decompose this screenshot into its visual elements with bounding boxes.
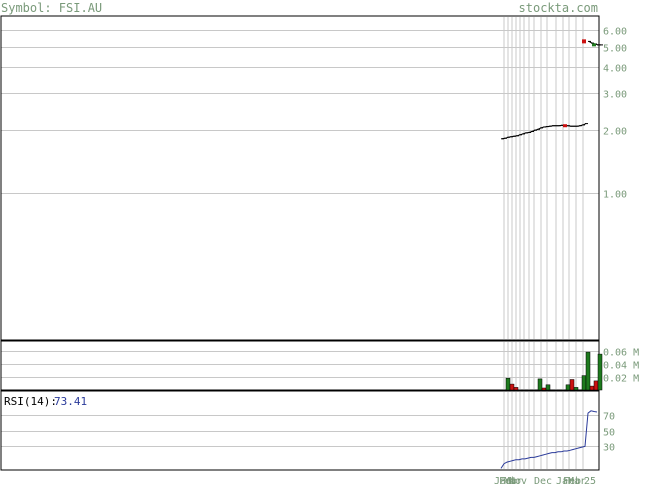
rsi-title: RSI(14):	[4, 395, 57, 408]
x-tick-label: 25	[584, 476, 596, 486]
axis-labels: 1.00 2.00 3.00 4.00 5.00 6.00 0.02 M 0.04 M 0.06…	[494, 27, 639, 486]
x-tick-label: Jan	[556, 476, 574, 486]
x-tick-label: Feb	[499, 476, 517, 486]
volume-bar	[573, 387, 579, 391]
volume-bar	[505, 377, 511, 391]
rsi-tick-label: 50	[603, 428, 615, 439]
rsi-tick-label: 70	[603, 412, 615, 423]
volume-bar	[537, 378, 543, 391]
volume-bar	[509, 383, 515, 391]
volume-bar	[585, 351, 591, 391]
volume-bar	[513, 387, 519, 391]
volume-bar	[597, 353, 603, 391]
rsi-tick-label: 30	[603, 443, 615, 454]
rsi-series	[500, 410, 598, 469]
symbol-label: Symbol: FSI.AU	[1, 1, 102, 15]
price-series	[501, 39, 603, 140]
grid-lines	[1, 17, 599, 469]
rsi-line	[500, 410, 598, 469]
price-panel-frame	[0, 15, 600, 341]
price-tick-label: 5.00	[603, 44, 627, 55]
price-marker-down	[582, 39, 586, 44]
price-tick-label: 4.00	[603, 64, 627, 75]
price-line	[501, 40, 601, 140]
price-tick-label: 3.00	[603, 90, 627, 101]
x-tick-label: Mar	[504, 476, 522, 486]
price-marker-up	[592, 43, 596, 47]
rsi-panel-frame	[0, 390, 600, 471]
volume-bar	[541, 387, 547, 391]
volume-bar	[593, 380, 599, 391]
volume-tick-label: 0.04 M	[603, 361, 639, 372]
x-tick-label: Jan	[494, 476, 512, 486]
price-tick-label: 2.00	[603, 127, 627, 138]
volume-bar	[589, 385, 595, 391]
price-tick-label: 1.00	[603, 190, 627, 201]
volume-bar	[581, 375, 587, 391]
volume-bar	[545, 384, 551, 391]
rsi-value: 73.41	[54, 395, 87, 408]
price-tick-label: 6.00	[603, 27, 627, 38]
volume-bar	[569, 379, 575, 391]
volume-tick-label: 0.02 M	[603, 374, 639, 385]
x-tick-label: Feb	[563, 476, 581, 486]
volume-tick-label: 0.06 M	[603, 348, 639, 359]
site-label: stockta.com	[519, 1, 598, 15]
x-tick-label: Mar	[568, 476, 586, 486]
volume-series	[505, 351, 603, 391]
volume-bar	[565, 384, 571, 391]
x-tick-label: Dec	[534, 476, 552, 486]
price-marker-down	[563, 124, 567, 128]
x-tick-label: Nov	[509, 476, 527, 486]
